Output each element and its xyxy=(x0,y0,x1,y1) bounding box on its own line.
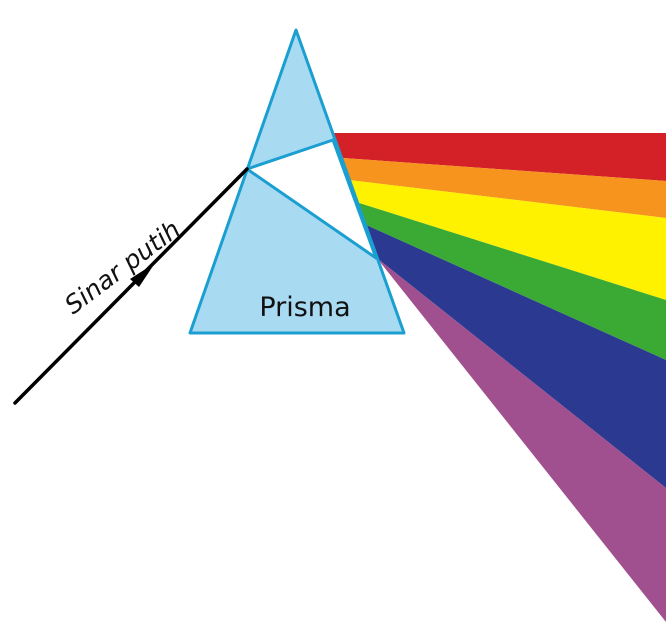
prism-label: Prisma xyxy=(259,292,350,323)
